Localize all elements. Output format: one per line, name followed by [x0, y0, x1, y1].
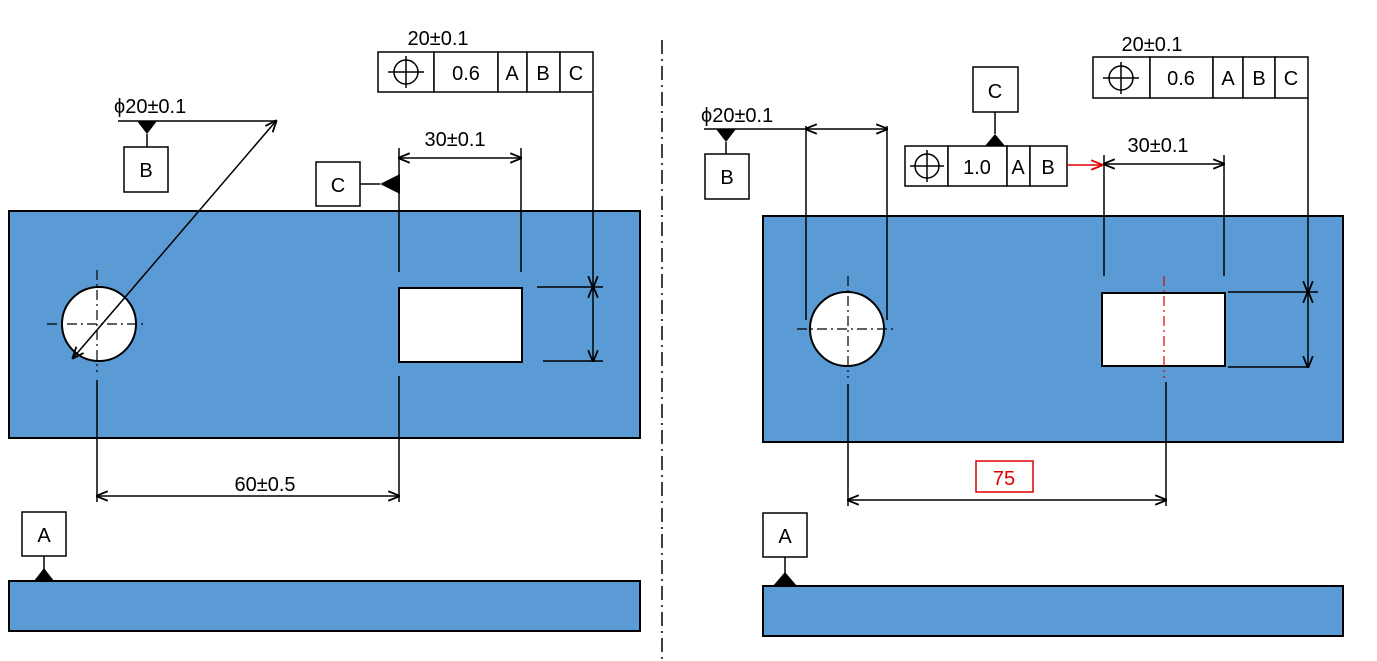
- left-fcf-tolerance: 0.6: [452, 63, 480, 85]
- right-datum-c-triangle: [985, 134, 1005, 146]
- right-fcf-height-ref2: B: [1252, 68, 1265, 90]
- right-fcf-height-ref3: C: [1284, 68, 1298, 90]
- position-icon: [388, 56, 424, 88]
- left-hole-dia-label: ϕ20±0.1: [114, 96, 186, 118]
- right-datum-a-label: A: [778, 526, 792, 548]
- right-datum-a-triangle: [773, 572, 797, 586]
- left-fcf-ref3: C: [569, 63, 583, 85]
- right-basic-dim-label: 75: [993, 468, 1015, 490]
- right-slot-width-fcf: 1.0 A B: [904, 145, 1068, 187]
- left-dia-leader: [73, 121, 276, 358]
- left-fcf-ref2: B: [536, 63, 549, 85]
- left-slot-height-label: 20±0.1: [407, 28, 468, 50]
- left-position-label: 60±0.5: [234, 474, 295, 496]
- right-view: ϕ20±0.1 B C 1.0 A B: [701, 34, 1344, 637]
- right-plate-side: [762, 585, 1344, 637]
- left-plate-side: [8, 580, 641, 632]
- left-datum-c-label: C: [331, 175, 345, 197]
- left-fcf-ref1: A: [505, 63, 519, 85]
- left-slot: [398, 287, 523, 363]
- right-datum-b-box: [704, 153, 750, 200]
- left-datum-b-label: B: [139, 160, 152, 182]
- right-slot-height-label: 20±0.1: [1121, 34, 1182, 56]
- right-slot-height-fcf: 0.6 A B C: [1092, 56, 1309, 99]
- right-fcf-width-ref2: B: [1041, 157, 1054, 179]
- right-fcf-width-tolerance: 1.0: [963, 157, 991, 179]
- left-datum-b-triangle: [137, 121, 157, 134]
- left-datum-c-triangle: [380, 174, 400, 194]
- right-fcf-width-ref1: A: [1011, 157, 1025, 179]
- position-icon: [910, 150, 944, 182]
- right-fcf-height-tolerance: 0.6: [1167, 68, 1195, 90]
- left-feature-control-frame: 0.6 A B C: [377, 51, 594, 93]
- right-hole-dia-label: ϕ20±0.1: [701, 105, 773, 127]
- left-datum-b-box: [123, 146, 169, 193]
- left-slot-width-label: 30±0.1: [424, 129, 485, 151]
- position-icon: [1103, 62, 1139, 94]
- left-view: ϕ20±0.1 B C 30±0.1 20±0.1: [8, 28, 641, 632]
- right-basic-dim-box: [975, 460, 1034, 493]
- right-datum-b-triangle: [716, 129, 736, 142]
- right-slot-width-label: 30±0.1: [1127, 135, 1188, 157]
- right-datum-b-label: B: [720, 167, 733, 189]
- left-datum-c-box: [315, 161, 361, 207]
- left-datum-a-triangle: [34, 568, 54, 581]
- right-datum-c-label: C: [988, 81, 1002, 103]
- right-fcf-height-ref1: A: [1221, 68, 1235, 90]
- right-datum-c-box: [972, 66, 1019, 113]
- left-datum-a-label: A: [37, 525, 51, 547]
